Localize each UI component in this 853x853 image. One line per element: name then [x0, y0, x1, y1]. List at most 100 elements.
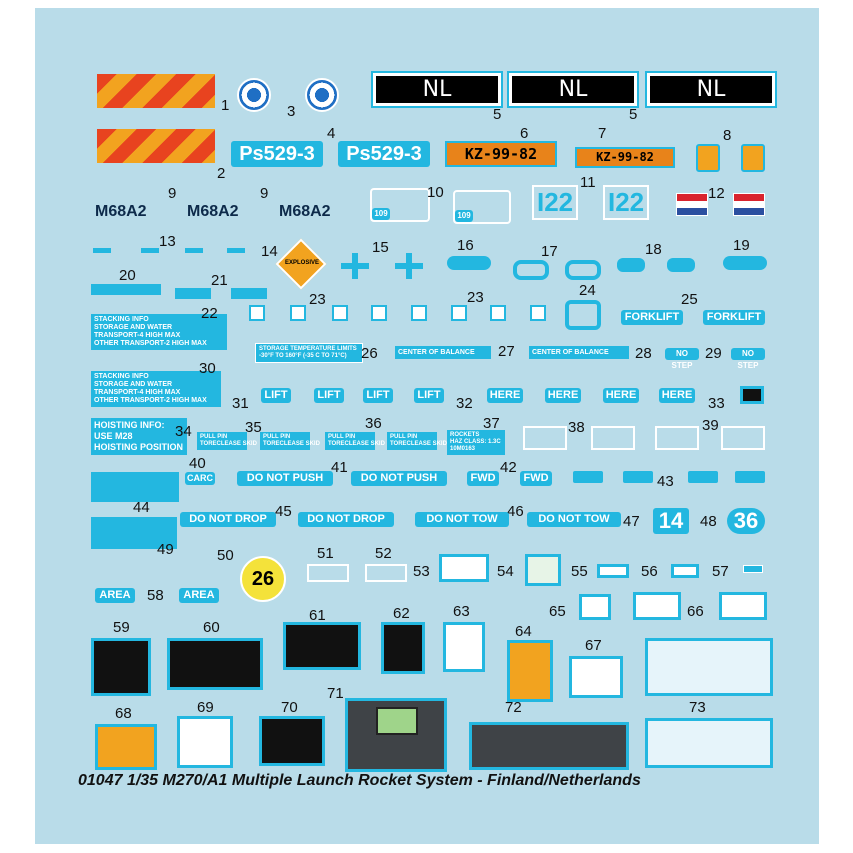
m68a2-decal-c: M68A2 — [279, 203, 331, 220]
label-9b: 9 — [260, 185, 269, 202]
label-9a: 9 — [168, 185, 177, 202]
small-plate-decal-57 — [743, 565, 763, 573]
stacking-info-decal-22: STACKING INFO STORAGE AND WATER TRANSPOR… — [91, 314, 227, 350]
label-25: 25 — [681, 291, 698, 308]
label-53: 53 — [413, 563, 430, 580]
do-not-tow-decal-a: DO NOT TOW — [415, 512, 509, 527]
data-plate-decal-59 — [91, 638, 151, 696]
number-14-decal: 14 — [653, 508, 689, 534]
label-73: 73 — [689, 699, 706, 716]
square-decal-1 — [249, 305, 265, 321]
cross-arrow-decal-a — [341, 253, 369, 279]
small-text-decal-20: ​ — [91, 284, 161, 295]
label-6: 6 — [520, 125, 529, 142]
placard-decal-69 — [177, 716, 233, 768]
do-not-tow-decal-b: DO NOT TOW — [527, 512, 621, 527]
dutch-flag-decal-b — [733, 193, 765, 216]
nl-decal-a: NL — [371, 71, 503, 108]
label-59: 59 — [113, 619, 130, 636]
bar-decal-43a — [573, 471, 603, 483]
placard-decal-54 — [525, 554, 561, 586]
small-text-decal-21b: ​ — [231, 288, 267, 299]
m68a2-decal-b: M68A2 — [187, 203, 239, 220]
center-balance-decal-b: CENTER OF BALANCE — [529, 346, 629, 359]
label-15: 15 — [372, 239, 389, 256]
roundel-decal-3 — [305, 78, 339, 112]
hazard-stripe-decal-2 — [97, 129, 215, 163]
bridge-sign-decal-b: 109 — [453, 190, 511, 224]
label-33: 33 — [708, 395, 725, 412]
label-46: 46 — [507, 503, 524, 520]
label-44: 44 — [133, 499, 150, 516]
label-22: 22 — [201, 305, 218, 322]
stacking-info-decal-30: STACKING INFO STORAGE AND WATER TRANSPOR… — [91, 371, 221, 407]
shield-emblem-decal-b — [741, 144, 765, 172]
label-52: 52 — [375, 545, 392, 562]
label-67: 67 — [585, 637, 602, 654]
data-plate-decal-61 — [283, 622, 361, 670]
dutch-flag-decal-a — [676, 193, 708, 216]
label-30: 30 — [199, 360, 216, 377]
label-68: 68 — [115, 705, 132, 722]
hose-decal-24 — [565, 300, 601, 330]
square-decal-8 — [530, 305, 546, 321]
label-55: 55 — [571, 563, 588, 580]
label-16: 16 — [457, 237, 474, 254]
hazard-stripe-decal-1 — [97, 74, 215, 108]
warning-placard-decal-64 — [507, 640, 553, 702]
nl-decal-b: NL — [507, 71, 639, 108]
nl-decal-c: NL — [645, 71, 777, 108]
label-48: 48 — [700, 513, 717, 530]
arrow-right-decal-51 — [307, 564, 349, 582]
label-21: 21 — [211, 272, 228, 289]
lift-decal-a: LIFT — [261, 388, 291, 403]
label-36: 36 — [365, 415, 382, 432]
label-5a: 5 — [493, 106, 502, 123]
label-26: 26 — [361, 345, 378, 362]
pull-pin-decal-a: PULL PIN TORECLEASE SKID — [197, 432, 257, 450]
placard-decal-66b — [719, 592, 767, 620]
lift-decal-d: LIFT — [414, 388, 444, 403]
label-70: 70 — [281, 699, 298, 716]
area-decal-b: AREA — [179, 588, 219, 603]
hook-decal-17a — [513, 260, 549, 280]
label-18: 18 — [645, 241, 662, 258]
label-32: 32 — [456, 395, 473, 412]
label-39: 39 — [702, 417, 719, 434]
panel-screen — [376, 707, 418, 735]
control-panel-decal-72 — [469, 722, 629, 770]
label-60: 60 — [203, 619, 220, 636]
label-31: 31 — [232, 395, 249, 412]
pull-pin-decal-b: PULL PIN TORECLEASE SKID — [260, 432, 320, 450]
label-35: 35 — [245, 419, 262, 436]
label-71: 71 — [327, 685, 344, 702]
label-63: 63 — [453, 603, 470, 620]
no-step-decal-a: NO STEP — [665, 348, 699, 370]
explosive-text: EXPLOSIVE — [285, 260, 320, 266]
label-12: 12 — [708, 185, 725, 202]
label-57: 57 — [712, 563, 729, 580]
label-62: 62 — [393, 605, 410, 622]
do-not-push-decal-a: DO NOT PUSH — [237, 471, 333, 486]
fwd-decal-b: FWD — [520, 471, 552, 486]
hook-decal-17b — [565, 260, 601, 280]
small-plate-decal-56 — [671, 564, 699, 578]
placard-decal-67 — [569, 656, 623, 698]
control-panel-decal-71 — [345, 698, 447, 772]
label-7: 7 — [598, 125, 607, 142]
label-4: 4 — [327, 125, 336, 142]
square-decal-7 — [490, 305, 506, 321]
number-36-decal: 36 — [727, 508, 765, 534]
label-58: 58 — [147, 587, 164, 604]
roundel-decal-1 — [237, 78, 271, 112]
here-decal-b: HERE — [545, 388, 581, 403]
bar-decal-43b — [623, 471, 653, 483]
label-37: 37 — [483, 415, 500, 432]
bar-decal-43d — [735, 471, 765, 483]
label-51: 51 — [317, 545, 334, 562]
label-5b: 5 — [629, 106, 638, 123]
do-not-drop-decal-a: DO NOT DROP — [180, 512, 276, 527]
do-not-drop-decal-b: DO NOT DROP — [298, 512, 394, 527]
label-54: 54 — [497, 563, 514, 580]
decal-sheet: 1 3 NL 5 NL 5 NL 2 Ps529-3 4 Ps529-3 6 K… — [35, 8, 819, 844]
